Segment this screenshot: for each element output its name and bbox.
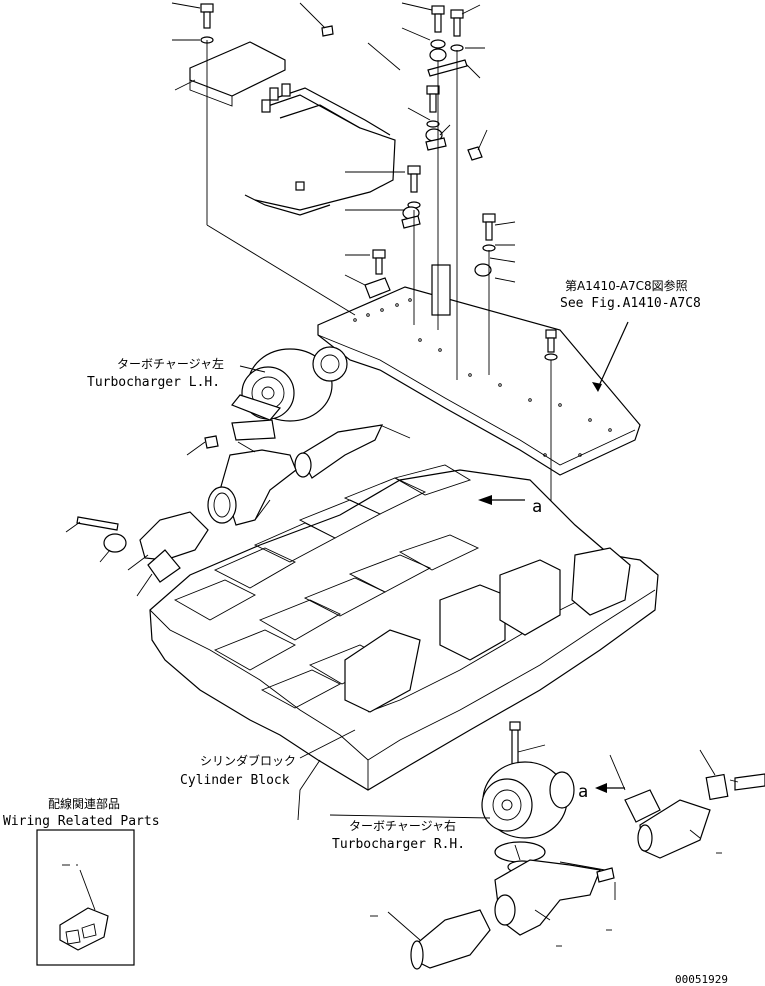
wiring-jp-label: 配線関連部品 xyxy=(48,796,120,811)
wiring-en-label: Wiring Related Parts xyxy=(3,814,160,829)
bracket-plate xyxy=(189,41,286,107)
turbo-lh-en-label: Turbocharger L.H. xyxy=(87,375,220,390)
cylinder-block-jp-label: シリンダブロック xyxy=(200,753,296,768)
cylinder-block xyxy=(149,464,659,821)
ref-fig-jp-label: 第A1410-A7C8図参照 xyxy=(565,278,688,293)
doc-number-label: 00051929 xyxy=(675,973,728,986)
turbo-rh-en-label: Turbocharger R.H. xyxy=(332,837,465,852)
mounting-plate xyxy=(317,286,641,476)
label-leaders xyxy=(239,365,491,819)
turbo-rh-jp-label: ターボチャージャ右 xyxy=(349,818,456,833)
exhaust-manifold-lh xyxy=(65,419,411,597)
turbocharger-rh xyxy=(387,721,765,970)
leader-lines xyxy=(171,2,552,560)
wiring-parts-box xyxy=(36,829,135,966)
turbo-lh-jp-label: ターボチャージャ左 xyxy=(117,356,224,371)
ref-arrow xyxy=(592,321,629,392)
cylinder-block-en-label: Cylinder Block xyxy=(180,773,290,788)
ref-a-arrows xyxy=(478,495,625,793)
ref-a-upper-label: a xyxy=(532,497,542,517)
turbocharger-lh xyxy=(231,346,348,422)
text-labels: 第A1410-A7C8図参照 See Fig.A1410-A7C8 ターボチャー… xyxy=(3,278,728,986)
ref-a-lower-label: a xyxy=(578,782,588,802)
ref-fig-en-label: See Fig.A1410-A7C8 xyxy=(560,296,701,311)
wiring-harness xyxy=(244,83,396,216)
dash-markers xyxy=(370,852,722,947)
